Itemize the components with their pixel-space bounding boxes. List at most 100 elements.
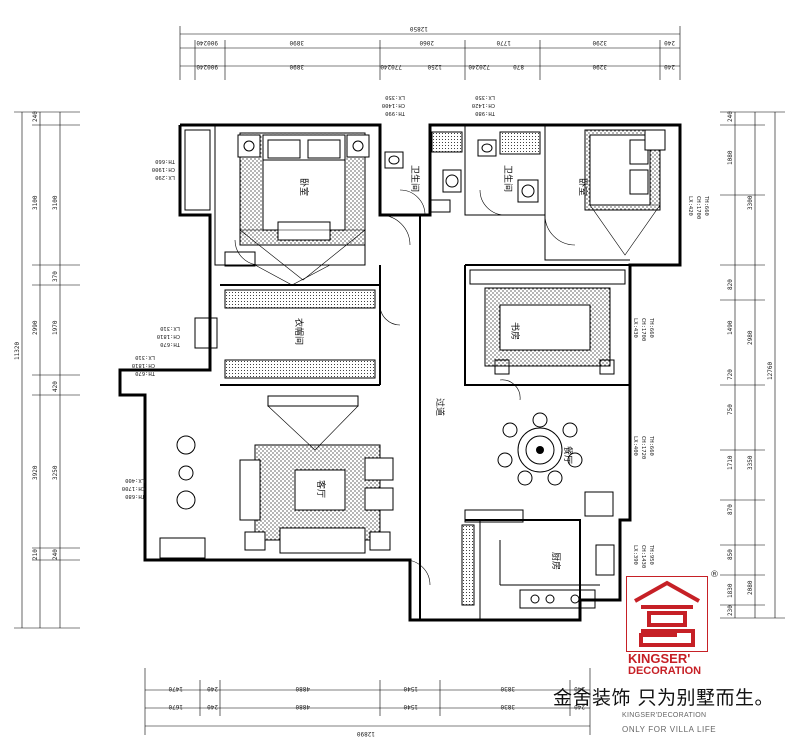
dim-top-r1-4: 240	[664, 39, 675, 46]
dim-right-9: 1710	[727, 455, 734, 470]
dim-bottom-r1-5: 240	[574, 685, 585, 692]
dim-top-r2-2: 870	[513, 63, 524, 70]
dim-left-4: 2990	[32, 320, 39, 335]
svg-text:LX:420: LX:420	[687, 196, 693, 216]
svg-text:CH:1700: CH:1700	[695, 196, 701, 219]
dim-bottom-r2-1: 240	[207, 703, 218, 710]
dim-right-0: 240	[727, 111, 734, 122]
dim-left-7: 3250	[52, 465, 59, 480]
brand-slogan-en-1: KINGSER'DECORATION	[622, 712, 707, 719]
brand-slogan: 金舍装饰 只为别墅而生。	[553, 687, 775, 709]
svg-text:LX:350: LX:350	[385, 94, 405, 100]
dim-left-1: 3100	[32, 195, 39, 210]
note-study-window: TH:660 CH:1700 LX:430	[632, 318, 654, 341]
svg-text:CH:1700: CH:1700	[122, 485, 145, 491]
dim-left-10: 210	[32, 549, 39, 560]
dim-right-4: 2980	[747, 330, 754, 345]
dim-bottom-r2-4: 3830	[500, 703, 515, 710]
dim-right-8: 3350	[747, 455, 754, 470]
svg-text:LX:310: LX:310	[160, 325, 180, 331]
svg-text:LX:430: LX:430	[632, 318, 638, 338]
note-dining-window: TH:660 CH:1720 LX:400	[632, 436, 654, 459]
dim-bottom-r1-3: 1540	[403, 685, 418, 692]
brand-logo	[626, 576, 708, 652]
svg-text:LX:290: LX:290	[155, 174, 175, 180]
bathroom-b: 卫生间	[477, 131, 541, 203]
second-bedroom: 卧室	[577, 129, 666, 256]
svg-text:TH:680: TH:680	[125, 493, 145, 499]
dim-left-5: 1970	[52, 320, 59, 335]
svg-text:TH:670: TH:670	[160, 341, 180, 347]
brand-name-line2: DECORATION	[628, 665, 702, 677]
svg-text:LX:350: LX:350	[475, 94, 495, 100]
dim-left-total: 11320	[14, 342, 21, 360]
dim-right-3: 820	[727, 279, 734, 290]
room-master-bedroom: 卧室	[298, 178, 310, 196]
dim-top-r2-4: 240	[664, 63, 675, 70]
room-study: 书房	[509, 322, 521, 340]
dim-right-1: 1080	[727, 150, 734, 165]
dim-right-7: 750	[727, 404, 734, 415]
svg-text:LX:390: LX:390	[632, 545, 638, 565]
note-wardrobe-window: TH:670 CH:1810 LX:310 TH:670 CH:1810 LX:…	[132, 325, 180, 376]
room-bathroom-b: 卫生间	[502, 165, 514, 192]
brand-slogan-en-2: ONLY FOR VILLA LIFE	[622, 725, 717, 734]
svg-text:LX:400: LX:400	[632, 436, 638, 456]
svg-text:CH:1900: CH:1900	[152, 166, 175, 172]
dim-right-11: 850	[727, 549, 734, 560]
right-dimensions: 12760 240 1080 3300 820 2980 1490 720 75…	[720, 111, 785, 619]
svg-text:CH:1420: CH:1420	[472, 102, 495, 108]
svg-text:TH:660: TH:660	[648, 318, 654, 338]
kitchen: 厨房	[461, 509, 615, 609]
svg-text:LX:310: LX:310	[135, 354, 155, 360]
dim-bottom-total: 12890	[357, 730, 375, 737]
dim-right-5: 1490	[727, 320, 734, 335]
dim-right-2: 3300	[747, 195, 754, 210]
room-bathroom-a: 卫生间	[409, 165, 421, 192]
dim-bottom-r1-0: 1470	[168, 685, 183, 692]
dim-top-r1-0: 3890	[289, 39, 304, 46]
dim-top-r2-0: 3890	[289, 63, 304, 70]
dim-left-2: 3100	[52, 195, 59, 210]
dim-top-left2: 900240	[196, 63, 218, 70]
study: 书房	[469, 269, 626, 375]
dining: 餐厅	[497, 412, 614, 517]
dim-left-8: 3920	[32, 465, 39, 480]
dim-bottom-r2-0: 1670	[168, 703, 183, 710]
dim-left-0: 240	[32, 111, 39, 122]
dim-right-total: 12760	[767, 362, 774, 380]
svg-text:CH:1700: CH:1700	[640, 318, 646, 341]
room-living: 客厅	[315, 480, 327, 498]
svg-text:TH:990: TH:990	[385, 110, 405, 116]
svg-text:TH:660: TH:660	[155, 158, 175, 164]
room-kitchen: 厨房	[550, 552, 562, 570]
dim-left-9: 240	[52, 549, 59, 560]
dim-top-r2-3: 3290	[592, 63, 607, 70]
svg-text:CH:1720: CH:1720	[640, 436, 646, 459]
svg-text:CH:1810: CH:1810	[157, 333, 180, 339]
dim-right-12: 2080	[747, 580, 754, 595]
note-living-window: TH:680 CH:1700 LX:400	[122, 477, 145, 499]
svg-text:TH:980: TH:980	[475, 110, 495, 116]
living-room: 客厅	[159, 395, 394, 559]
note-bath-windows: TH:990 CH:1400 LX:350 TH:980 CH:1420 LX:…	[382, 94, 495, 116]
dim-right-13: 1830	[727, 583, 734, 598]
note-second-window: TH:660 CH:1700 LX:420	[687, 196, 709, 219]
room-corridor: 过道	[434, 398, 446, 416]
room-second-bedroom: 卧室	[577, 178, 589, 196]
dim-bottom-r1-1: 240	[207, 685, 218, 692]
bottom-dimensions: 1470 240 4880 1540 3830 240 1670 240 488…	[144, 668, 591, 737]
dim-top-total: 12850	[410, 25, 428, 32]
note-kitchen-window: TH:950 CH:1430 LX:390	[632, 545, 654, 568]
svg-text:TH:660: TH:660	[648, 436, 654, 456]
svg-text:TH:950: TH:950	[648, 545, 654, 565]
dim-top-r1-1: 2060	[419, 39, 434, 46]
dim-bottom-r2-2: 4880	[295, 703, 310, 710]
svg-text:CH:1430: CH:1430	[640, 545, 646, 568]
note-master-window: TH:660 CH:1900 LX:290	[152, 158, 175, 180]
dim-top-mid-a: 770240	[380, 63, 402, 70]
dim-bottom-r2-5: 240	[574, 703, 585, 710]
brand-name-line1: KINGSER'	[628, 651, 691, 666]
dim-top-r2-1: 1250	[427, 63, 442, 70]
